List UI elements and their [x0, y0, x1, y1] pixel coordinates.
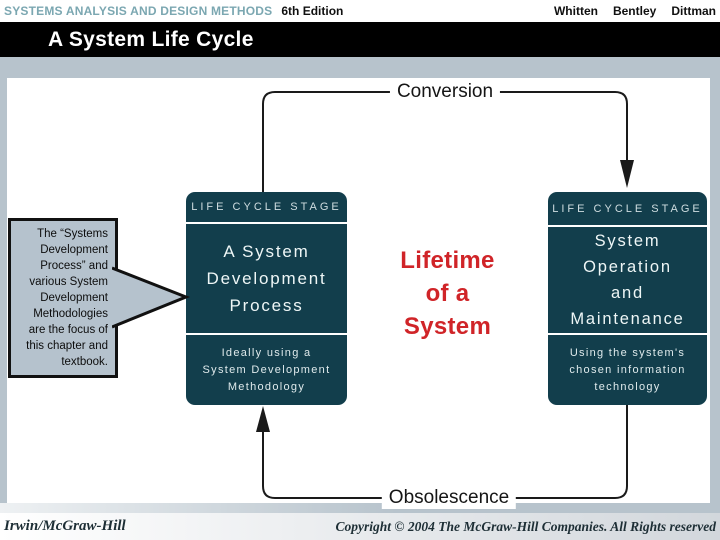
book-title-group: SYSTEMS ANALYSIS AND DESIGN METHODS 6th … — [4, 4, 343, 18]
callout-note: The “Systems Development Process” and va… — [8, 218, 118, 378]
right-box-title-line: Operation — [583, 258, 672, 276]
left-box-subtitle-line: Ideally using a — [221, 346, 312, 359]
right-box-title-line: Maintenance — [570, 310, 685, 328]
top-header-bar: SYSTEMS ANALYSIS AND DESIGN METHODS 6th … — [0, 0, 720, 22]
publisher-label: Irwin/McGraw-Hill — [4, 518, 126, 534]
title-band: A System Life Cycle — [0, 22, 720, 57]
right-box-subtitle-line: chosen information — [569, 363, 686, 376]
page-title: A System Life Cycle — [48, 27, 254, 51]
obsolescence-label: Obsolescence — [381, 487, 517, 509]
right-box-title-line: System — [594, 232, 661, 250]
left-box-title-line: Process — [229, 296, 304, 315]
left-box-subtitle-line: System Development — [202, 363, 331, 376]
callout-text-line: Process” and — [40, 260, 108, 272]
right-box-title: System Operation and Maintenance — [548, 227, 707, 335]
footer-bar: Irwin/McGraw-Hill Copyright © 2004 The M… — [0, 513, 720, 540]
right-box-subtitle: Using the system's chosen information te… — [548, 335, 707, 405]
lifetime-of-a-system-label: Lifetime of a System — [370, 244, 525, 343]
callout-text-line: this chapter and — [26, 340, 108, 352]
callout-text-line: Methodologies — [33, 308, 108, 320]
callout-text-line: Development — [40, 244, 108, 256]
left-box-title-line: A System — [223, 242, 310, 261]
right-box-subtitle-line: Using the system's — [569, 346, 686, 359]
author-bentley: Bentley — [612, 4, 657, 18]
left-box-title-line: Development — [206, 269, 327, 288]
callout-pointer-icon — [112, 266, 191, 329]
right-box-header: LIFE CYCLE STAGE — [548, 192, 707, 227]
callout-text-line: various System — [29, 276, 108, 288]
lifetime-line: Lifetime — [400, 247, 495, 274]
conversion-label: Conversion — [389, 81, 501, 103]
callout-text-line: Development — [40, 292, 108, 304]
authors-group: Whitten Bentley Dittman — [554, 4, 716, 18]
right-box-subtitle-line: technology — [594, 380, 661, 393]
right-box-title-line: and — [611, 284, 644, 302]
callout-text-line: The “Systems — [37, 228, 108, 240]
left-box-subtitle: Ideally using a System Development Metho… — [186, 335, 347, 405]
left-box-title: A System Development Process — [186, 224, 347, 335]
book-edition: 6th Edition — [281, 4, 344, 18]
callout-text-line: are the focus of — [28, 324, 108, 336]
copyright-label: Copyright © 2004 The McGraw-Hill Compani… — [335, 518, 716, 534]
author-dittman: Dittman — [671, 4, 716, 18]
development-process-box: LIFE CYCLE STAGE A System Development Pr… — [186, 192, 347, 405]
left-box-subtitle-line: Methodology — [227, 380, 306, 393]
lifetime-line: System — [403, 313, 492, 340]
author-whitten: Whitten — [553, 4, 598, 18]
lifetime-line: of a — [425, 280, 470, 307]
frame-bottom-band — [0, 503, 720, 513]
operation-maintenance-box: LIFE CYCLE STAGE System Operation and Ma… — [548, 192, 707, 405]
callout-text-line: textbook. — [61, 356, 108, 368]
book-title: SYSTEMS ANALYSIS AND DESIGN METHODS — [4, 4, 273, 18]
left-box-header: LIFE CYCLE STAGE — [186, 192, 347, 224]
